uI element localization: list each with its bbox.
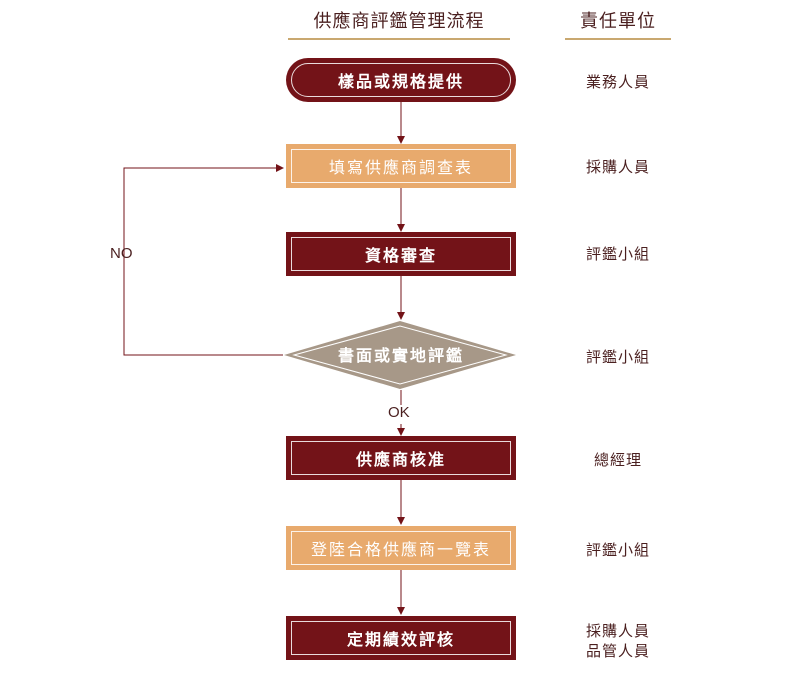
box-inner-border	[291, 531, 511, 565]
no-label: NO	[110, 245, 133, 262]
responsible-step-2: 採購人員	[585, 158, 650, 176]
box-inner-border	[291, 237, 511, 271]
step-supplier-approval-box: 供應商核准	[286, 436, 516, 480]
step-fill-survey-box: 填寫供應商調查表	[286, 144, 516, 188]
step-qualification-review-box: 資格審查	[286, 232, 516, 276]
box-inner-border	[291, 441, 511, 475]
responsibility-header-underline	[565, 38, 671, 40]
step-label: 填寫供應商調查表	[328, 158, 473, 177]
step-label: 定期績效評核	[346, 630, 455, 649]
responsible-step-5: 總經理	[593, 451, 642, 469]
box-inner-border	[291, 149, 511, 183]
box-inner-border	[291, 621, 511, 655]
decision-label: 書面或實地評鑑	[337, 346, 464, 365]
responsible-step-7-line-2: 品管人員	[585, 642, 650, 660]
ok-label: OK	[388, 404, 410, 421]
step-label: 供應商核准	[355, 450, 446, 469]
step-label: 樣品或規格提供	[337, 72, 464, 91]
process-header-underline	[288, 38, 510, 40]
responsible-step-4: 評鑑小組	[585, 348, 650, 366]
responsible-step-6: 評鑑小組	[585, 541, 650, 559]
responsible-step-3: 評鑑小組	[585, 245, 650, 263]
decision-diamond-inner-outline	[292, 325, 508, 385]
no-loop-connector	[123, 164, 284, 356]
step-periodic-review-box: 定期績效評核	[286, 616, 516, 660]
decision-diamond	[284, 321, 516, 389]
step-label: 資格審查	[364, 246, 437, 265]
step-label: 登陸合格供應商一覽表	[310, 540, 491, 559]
responsible-step-7: 採購人員 品管人員	[560, 621, 676, 661]
process-header: 供應商評鑑管理流程	[313, 11, 485, 32]
box-inner-border	[291, 63, 511, 97]
responsible-step-1: 業務人員	[585, 73, 650, 91]
responsible-step-7-line-1: 採購人員	[585, 622, 650, 640]
step-register-list-box: 登陸合格供應商一覽表	[286, 526, 516, 570]
step-sample-spec-box: 樣品或規格提供	[286, 58, 516, 102]
responsibility-header: 責任單位	[580, 11, 656, 32]
